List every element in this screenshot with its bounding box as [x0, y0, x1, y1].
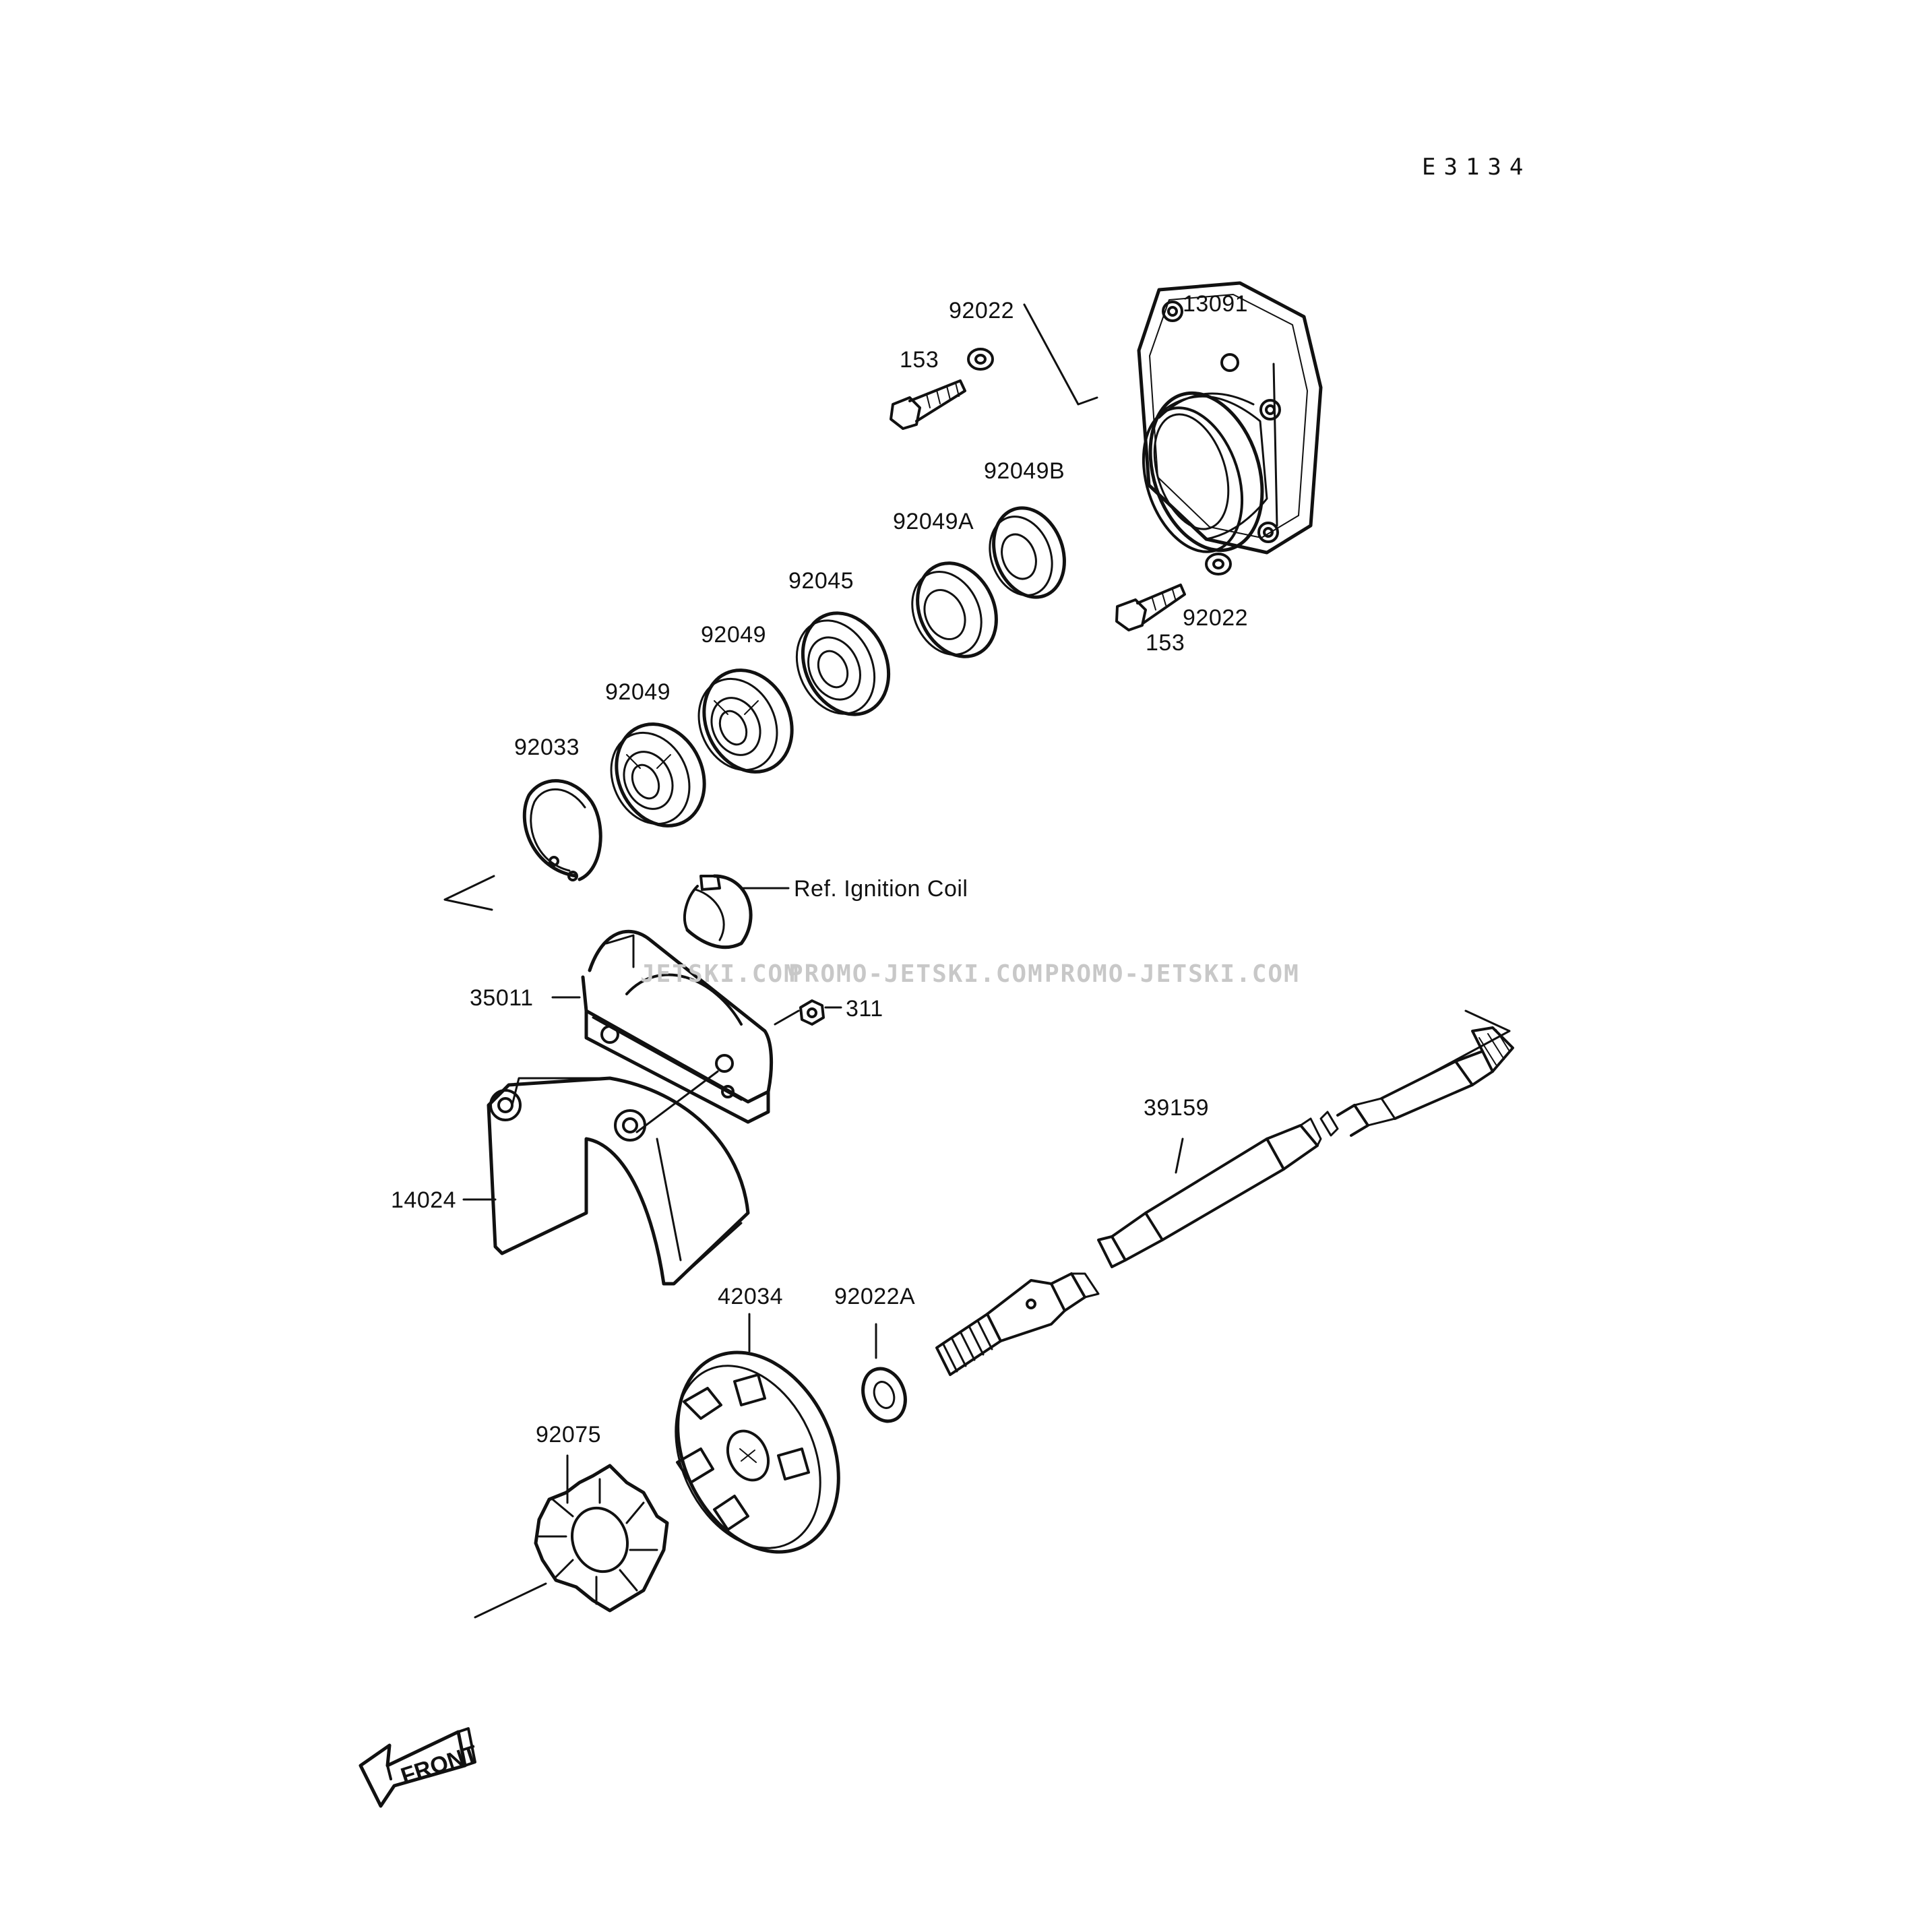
washer-92022a [861, 1367, 907, 1423]
oil-seal-92049-second [697, 668, 794, 774]
bolt-153-top [890, 379, 966, 430]
drive-shaft-39159 [935, 1026, 1514, 1376]
label-cover: 14024 [391, 1187, 457, 1213]
label-seal-1: 92049 [605, 679, 671, 705]
front-arrow-label: FRONT [398, 1741, 480, 1789]
leader-washer-housing [1023, 303, 1098, 406]
damper-92075 [534, 1464, 669, 1613]
washer-92022-right [1205, 553, 1232, 575]
label-nut: 311 [846, 996, 883, 1022]
label-circlip: 92033 [514, 735, 580, 760]
oil-seal-92049-first [610, 722, 706, 828]
oil-seal-92049b [989, 506, 1066, 599]
label-plate: 35011 [470, 985, 534, 1011]
label-bolt-top: 153 [900, 347, 939, 373]
washer-92022-top [967, 348, 994, 371]
label-seal-2: 92049 [701, 622, 767, 648]
direction-line-damper [474, 1582, 547, 1619]
label-washer-top: 92022 [949, 298, 1015, 323]
front-direction-arrow [359, 1727, 476, 1808]
label-housing: 13091 [1183, 291, 1249, 317]
ball-bearing-92045 [795, 611, 891, 716]
leader-shaft [1175, 1138, 1184, 1174]
label-washer-right: 92022 [1183, 605, 1249, 631]
cover-14024 [487, 1076, 750, 1286]
label-ref-ignition: Ref. Ignition Coil [794, 876, 968, 902]
label-seal-b: 92049B [984, 458, 1065, 484]
label-shaft: 39159 [1144, 1095, 1210, 1121]
label-seal-a: 92049A [893, 509, 974, 534]
coupling-42034 [675, 1350, 840, 1554]
watermark-1: JETSKI.COM [640, 960, 800, 988]
label-bearing: 92045 [788, 568, 854, 594]
diagram-code: E3134 [1422, 154, 1532, 181]
oil-seal-92049a [911, 561, 998, 658]
stator-plate-35011 [581, 929, 774, 1124]
ignition-coil-reference [683, 874, 753, 949]
assembly-guide-lines [635, 1009, 800, 1133]
nut-311 [799, 999, 825, 1026]
circlip-92033 [522, 779, 602, 881]
direction-chevron-left [443, 875, 495, 911]
label-bolt-right: 153 [1146, 630, 1185, 656]
label-coupling: 42034 [718, 1284, 784, 1309]
direction-chevron-right [1421, 1009, 1511, 1080]
label-washer-a: 92022A [834, 1284, 916, 1309]
bearing-housing-13091 [1137, 281, 1323, 555]
watermark-2: PROMO-JETSKI.COM [788, 960, 1044, 988]
label-damper: 92075 [536, 1422, 602, 1447]
bolt-153-right [1115, 584, 1186, 631]
watermark-3: PROMO-JETSKI.COM [1045, 960, 1300, 988]
